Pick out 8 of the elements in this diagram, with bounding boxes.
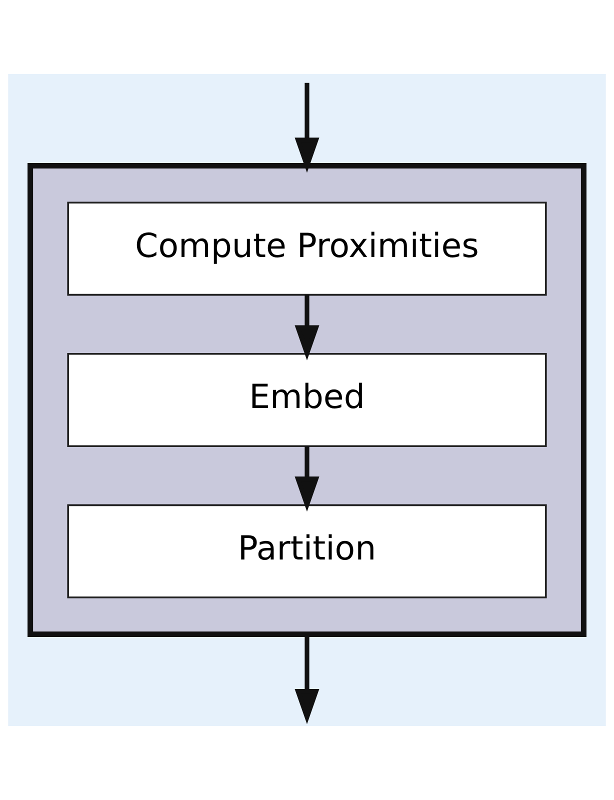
node-box: Compute Proximities [67,202,547,296]
node-box: Embed [67,352,547,448]
arrow [294,446,320,512]
arrow [294,82,320,173]
arrow [294,294,320,360]
cluster [28,162,586,638]
node-box: Partition [67,504,547,598]
arrow [294,634,320,724]
